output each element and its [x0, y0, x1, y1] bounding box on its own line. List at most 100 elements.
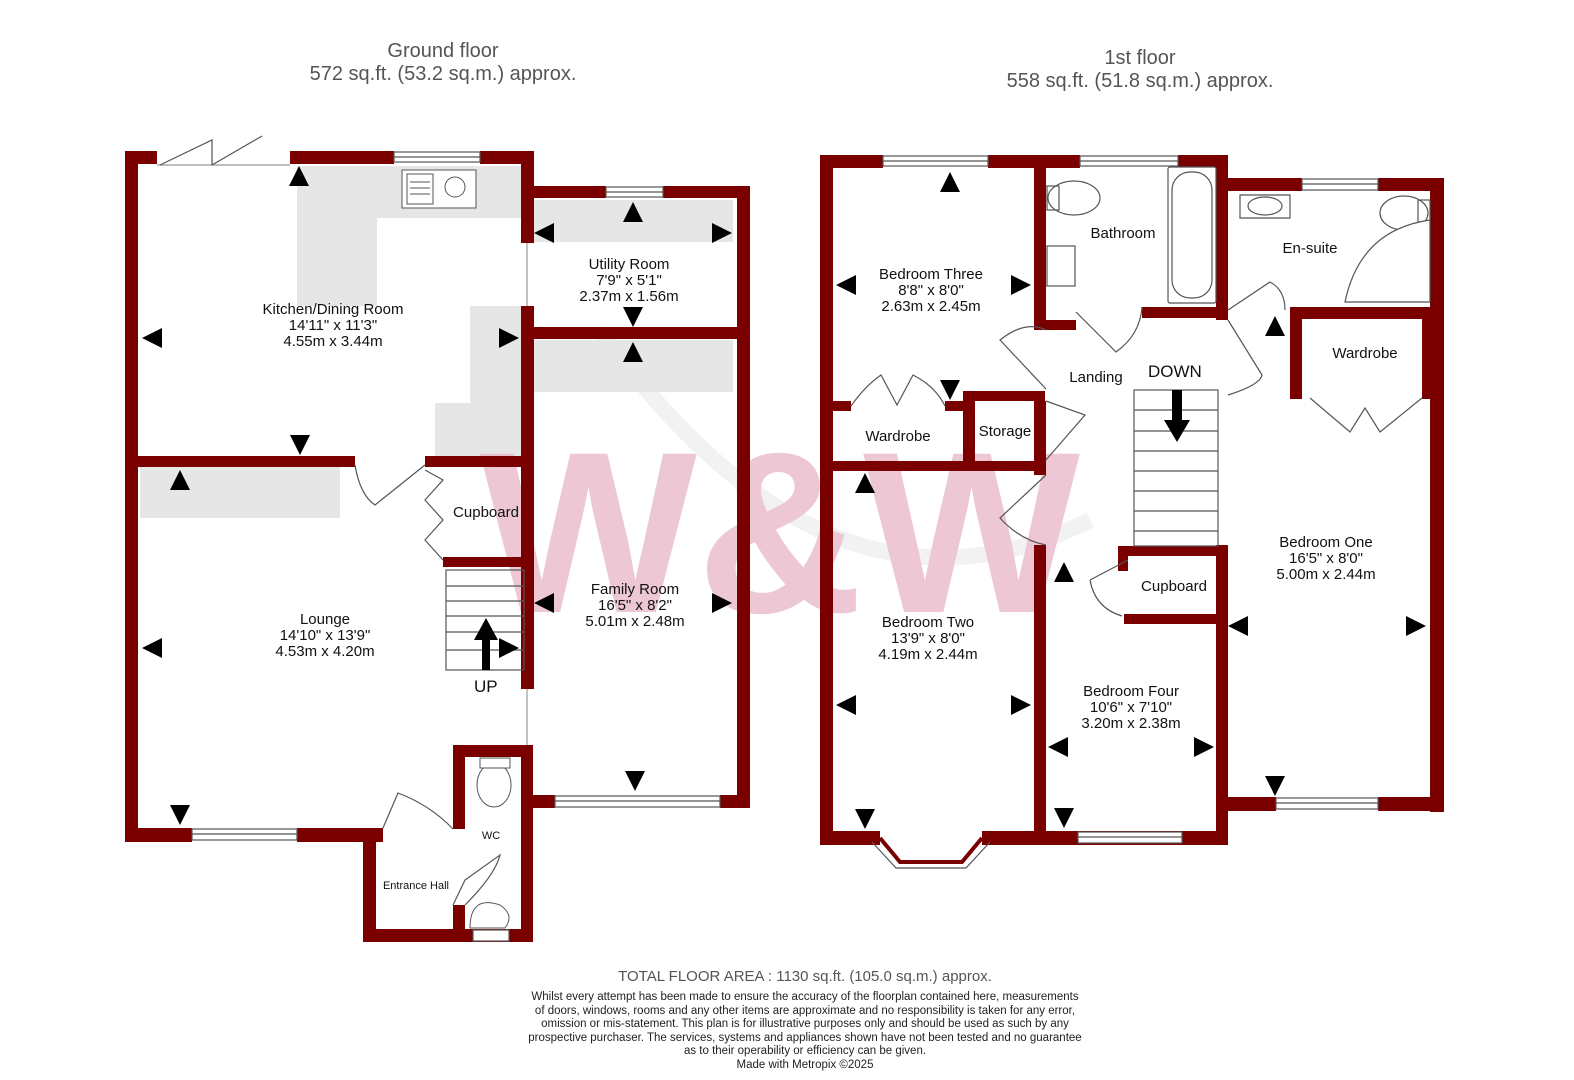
room-metric: 3.20m x 2.38m: [1081, 715, 1181, 732]
room-metric: 4.19m x 2.44m: [878, 646, 978, 663]
room-imperial: 14'10" x 13'9": [279, 627, 371, 644]
dimension-arrow-icon: [1048, 737, 1068, 757]
first-floor-area: 558 sq.ft. (51.8 sq.m.) approx.: [1006, 70, 1274, 92]
dimension-arrow-icon: [1265, 316, 1285, 336]
dimension-arrow-icon: [855, 809, 875, 829]
dimension-arrow-icon: [170, 470, 190, 490]
room-name: Family Room: [590, 581, 680, 598]
room-label-lounge: Lounge 14'10" x 13'9" 4.53m x 4.20m: [245, 612, 405, 660]
ground-floor-header: Ground floor 572 sq.ft. (53.2 sq.m.) app…: [293, 40, 593, 86]
room-name: Bedroom One: [1279, 534, 1373, 551]
dimension-arrow-icon: [623, 307, 643, 327]
cupboard-ground-label: Cupboard: [453, 504, 519, 521]
dimension-arrow-icon: [534, 223, 554, 243]
dimension-arrow-icon: [142, 328, 162, 348]
storage-label: Storage: [978, 423, 1032, 440]
first-floor-title: 1st floor: [1104, 47, 1176, 69]
entrance-hall-label: Entrance Hall: [382, 880, 450, 892]
watermark-logo: W&W: [480, 325, 1094, 661]
dimension-arrow-icon: [290, 435, 310, 455]
dimension-arrow-icon: [1228, 616, 1248, 636]
dimension-arrow-icon: [142, 638, 162, 658]
room-label-bedroom-three: Bedroom Three 8'8" x 8'0" 2.63m x 2.45m: [856, 267, 1006, 315]
ground-openings: [157, 135, 721, 942]
ground-floor-walls: [125, 151, 750, 942]
dimension-arrow-icon: [170, 805, 190, 825]
room-label-kitchen: Kitchen/Dining Room 14'11" x 11'3" 4.55m…: [233, 302, 433, 350]
dimension-arrow-icon: [623, 202, 643, 222]
ensuite-label: En-suite: [1282, 240, 1338, 257]
dimension-arrow-icon: [1011, 275, 1031, 295]
dimension-arrow-icon: [1194, 737, 1214, 757]
ground-floor-area: 572 sq.ft. (53.2 sq.m.) approx.: [309, 63, 577, 85]
disclaimer: Whilst every attempt has been made to en…: [480, 991, 1130, 1059]
room-name: Lounge: [299, 611, 351, 628]
room-name: Kitchen/Dining Room: [262, 301, 404, 318]
disclaimer-line: Whilst every attempt has been made to en…: [531, 991, 1079, 1003]
dimension-arrow-icon: [712, 223, 732, 243]
room-label-utility: Utility Room 7'9" x 5'1" 2.37m x 1.56m: [554, 257, 704, 305]
dimension-arrow-icon: [623, 342, 643, 362]
room-name: Bedroom Two: [881, 614, 975, 631]
room-metric: 4.53m x 4.20m: [275, 643, 375, 660]
dimension-arrow-icon: [1265, 776, 1285, 796]
room-imperial: 16'5" x 8'0": [1289, 550, 1363, 567]
dimension-arrow-icon: [940, 380, 960, 400]
cupboard-first-label: Cupboard: [1141, 578, 1207, 595]
down-stair-arrow: [1164, 390, 1190, 442]
up-stair-arrow: [474, 618, 498, 670]
room-imperial: 13'9" x 8'0": [891, 630, 965, 647]
total-floor-area: TOTAL FLOOR AREA : 1130 sq.ft. (105.0 sq…: [618, 968, 992, 985]
wardrobe-bed3-label: Wardrobe: [865, 428, 931, 445]
first-openings: [850, 155, 1431, 869]
dimension-arrow-icon: [836, 695, 856, 715]
ground-floor-title: Ground floor: [387, 40, 499, 62]
room-name: Bedroom Four: [1083, 683, 1179, 700]
room-imperial: 8'8" x 8'0": [898, 282, 964, 299]
room-metric: 2.37m x 1.56m: [579, 288, 679, 305]
room-imperial: 16'5" x 8'2": [598, 597, 672, 614]
dimension-arrow-icon: [499, 638, 519, 658]
room-label-bedroom-two: Bedroom Two 13'9" x 8'0" 4.19m x 2.44m: [853, 615, 1003, 663]
dimension-arrow-icon: [1406, 616, 1426, 636]
room-label-bedroom-four: Bedroom Four 10'6" x 7'10" 3.20m x 2.38m: [1056, 684, 1206, 732]
dimension-arrow-icon: [289, 166, 309, 186]
up-label: UP: [474, 677, 498, 696]
dimension-arrow-icon: [712, 593, 732, 613]
dimension-arrow-icon: [940, 172, 960, 192]
disclaimer-line: as to their operability or efficiency ca…: [683, 1045, 927, 1057]
room-label-family: Family Room 16'5" x 8'2" 5.01m x 2.48m: [560, 582, 710, 630]
dimension-arrow-icon: [1054, 808, 1074, 828]
bathroom-label: Bathroom: [1090, 225, 1156, 242]
room-metric: 4.55m x 3.44m: [283, 333, 383, 350]
dimension-arrow-icon: [534, 593, 554, 613]
dimension-arrow-icon: [1011, 695, 1031, 715]
made-with-credit: Made with Metropix ©2025: [736, 1058, 874, 1071]
wardrobe-bed1-label: Wardrobe: [1332, 345, 1398, 362]
footer: TOTAL FLOOR AREA : 1130 sq.ft. (105.0 sq…: [480, 968, 1130, 1072]
first-floor-walls: [820, 155, 1444, 845]
dimension-arrow-icon: [1054, 562, 1074, 582]
watermark-text: W&W: [480, 404, 1080, 661]
room-metric: 2.63m x 2.45m: [881, 298, 981, 315]
room-metric: 5.01m x 2.48m: [585, 613, 685, 630]
dimension-arrow-icon: [836, 275, 856, 295]
dimension-arrow-icon: [625, 771, 645, 791]
room-metric: 5.00m x 2.44m: [1276, 566, 1376, 583]
room-imperial: 14'11" x 11'3": [288, 317, 378, 334]
disclaimer-line: of doors, windows, rooms and any other i…: [534, 1004, 1076, 1017]
dimension-arrow-icon: [499, 328, 519, 348]
dimension-arrow-icon: [855, 473, 875, 493]
room-label-bedroom-one: Bedroom One 16'5" x 8'0" 5.00m x 2.44m: [1251, 535, 1401, 583]
room-name: Utility Room: [588, 256, 670, 273]
room-imperial: 7'9" x 5'1": [596, 272, 662, 289]
first-floor-header: 1st floor 558 sq.ft. (51.8 sq.m.) approx…: [980, 47, 1300, 93]
room-imperial: 10'6" x 7'10": [1089, 699, 1173, 716]
disclaimer-line: prospective purchaser. The services, sys…: [528, 1031, 1082, 1044]
wc-label: WC: [481, 830, 501, 842]
landing-label: Landing: [1069, 369, 1123, 386]
dimension-markers: [142, 166, 1426, 829]
down-label: DOWN: [1148, 362, 1202, 381]
room-name: Bedroom Three: [879, 266, 983, 283]
